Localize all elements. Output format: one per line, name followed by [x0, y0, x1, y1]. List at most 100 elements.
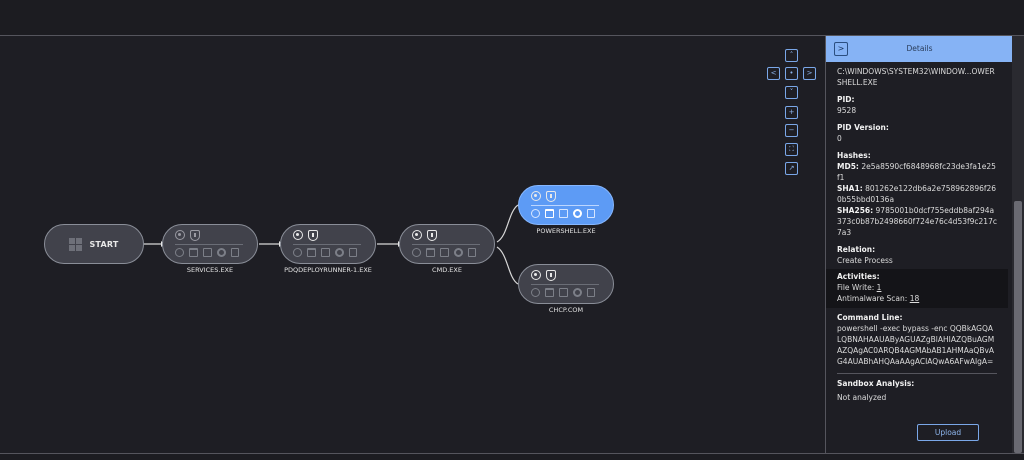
pid-version-value: 0	[837, 134, 842, 143]
graph-canvas[interactable]: START SERVICES.EXE	[0, 36, 825, 453]
node-label-powershell: POWERSHELL.EXE	[536, 227, 596, 235]
registry-icon	[440, 248, 449, 257]
document-icon	[231, 248, 239, 257]
sandbox-status: Not analyzed	[837, 393, 887, 402]
sha1-label: SHA1:	[837, 184, 863, 193]
md5-value: 2e5a8590cf6848968fc23de3fa1e25f1	[837, 162, 996, 182]
process-icon	[412, 230, 422, 240]
activities-label: Activities:	[837, 272, 880, 281]
sha256-value: 9785001b0dcf755eddb8af294a373c0b87b24986…	[837, 206, 997, 237]
edge-cmd-chcp	[496, 246, 519, 285]
pid-value: 9528	[837, 106, 857, 115]
folder-icon	[307, 248, 316, 257]
document-icon	[587, 288, 595, 297]
expand-button[interactable]: ↗	[785, 162, 798, 175]
antimalware-link[interactable]: 18	[909, 294, 920, 303]
command-line-label: Command Line:	[837, 313, 903, 322]
network-icon	[412, 248, 421, 257]
collapse-panel-button[interactable]: >	[834, 42, 848, 56]
shield-icon	[308, 230, 318, 241]
folder-icon	[426, 248, 435, 257]
file-write-row: File Write: 1	[837, 282, 997, 293]
bottom-bar	[0, 453, 1024, 460]
network-icon	[293, 248, 302, 257]
sha256-row: SHA256: 9785001b0dcf755eddb8af294a373c0b…	[837, 205, 997, 238]
hashes-label: Hashes:	[837, 151, 871, 160]
upload-button[interactable]: Upload	[917, 424, 979, 441]
pan-up-button[interactable]: ˄	[785, 49, 798, 62]
shield-icon	[190, 230, 200, 241]
details-title: Details	[906, 44, 933, 53]
fit-view-button[interactable]: ⛶	[785, 143, 798, 156]
shield-icon	[427, 230, 437, 241]
pid-label: PID:	[837, 95, 855, 104]
md5-label: MD5:	[837, 162, 859, 171]
antimalware-icon	[217, 248, 226, 257]
start-node[interactable]: START	[44, 224, 144, 264]
antimalware-icon	[573, 209, 582, 218]
document-icon	[349, 248, 357, 257]
file-write-label: File Write:	[837, 283, 875, 292]
scrollbar-thumb[interactable]	[1014, 201, 1022, 453]
antimalware-row: Antimalware Scan: 18	[837, 293, 997, 304]
network-icon	[175, 248, 184, 257]
node-label-chcp: CHCP.COM	[548, 306, 584, 314]
registry-icon	[559, 288, 568, 297]
shield-icon	[546, 270, 556, 281]
sandbox-label: Sandbox Analysis:	[837, 379, 915, 388]
pan-right-button[interactable]: >	[803, 67, 816, 80]
windows-icon	[69, 237, 83, 251]
pid-version-label: PID Version:	[837, 123, 889, 132]
process-icon	[293, 230, 303, 240]
antimalware-icon	[454, 248, 463, 257]
file-write-link[interactable]: 1	[876, 283, 882, 292]
pan-left-button[interactable]: <	[767, 67, 780, 80]
zoom-in-button[interactable]: +	[785, 106, 798, 119]
antimalware-icon	[573, 288, 582, 297]
registry-icon	[321, 248, 330, 257]
top-bar	[0, 0, 1024, 36]
activities-box: Activities: File Write: 1 Antimalware Sc…	[826, 269, 1008, 308]
process-node-pdq[interactable]	[280, 224, 376, 264]
process-icon	[175, 230, 185, 240]
divider	[837, 373, 997, 374]
details-header: > Details	[826, 36, 1012, 62]
md5-row: MD5: 2e5a8590cf6848968fc23de3fa1e25f1	[837, 161, 997, 183]
registry-icon	[559, 209, 568, 218]
process-icon	[531, 270, 541, 280]
folder-icon	[189, 248, 198, 257]
registry-icon	[203, 248, 212, 257]
process-node-powershell[interactable]	[518, 185, 614, 225]
antimalware-label: Antimalware Scan:	[837, 294, 908, 303]
sha256-label: SHA256:	[837, 206, 874, 215]
sha1-value: 801262e122db6a2e758962896f260b55bbd0136a	[837, 184, 997, 204]
folder-icon	[545, 209, 554, 218]
zoom-out-button[interactable]: −	[785, 124, 798, 137]
folder-icon	[545, 288, 554, 297]
process-path: C:\WINDOWS\SYSTEM32\WINDOW...OWERSHELL.E…	[837, 67, 995, 87]
document-icon	[587, 209, 595, 218]
node-label-pdq: PDQDEPLOYRUNNER-1.EXE	[284, 266, 372, 274]
process-icon	[531, 191, 541, 201]
sha1-row: SHA1: 801262e122db6a2e758962896f260b55bb…	[837, 183, 997, 205]
network-icon	[531, 288, 540, 297]
process-node-chcp[interactable]	[518, 264, 614, 304]
start-label: START	[89, 239, 119, 249]
relation-label: Relation:	[837, 245, 876, 254]
details-panel: > Details C:\WINDOWS\SYSTEM32\WINDOW...O…	[825, 36, 1012, 453]
process-node-cmd[interactable]	[399, 224, 495, 264]
document-icon	[468, 248, 476, 257]
node-label-cmd: CMD.EXE	[432, 266, 462, 274]
shield-icon	[546, 191, 556, 202]
command-line-value: powershell -exec bypass -enc QQBkAGQALQB…	[837, 324, 995, 366]
process-node-services[interactable]	[162, 224, 258, 264]
edge-cmd-powershell	[496, 204, 519, 243]
details-scrollbar[interactable]	[1012, 36, 1024, 453]
relation-value: Create Process	[837, 256, 893, 265]
network-icon	[531, 209, 540, 218]
center-button[interactable]: •	[785, 67, 798, 80]
pan-down-button[interactable]: ˅	[785, 86, 798, 99]
antimalware-icon	[335, 248, 344, 257]
node-label-services: SERVICES.EXE	[186, 266, 234, 274]
